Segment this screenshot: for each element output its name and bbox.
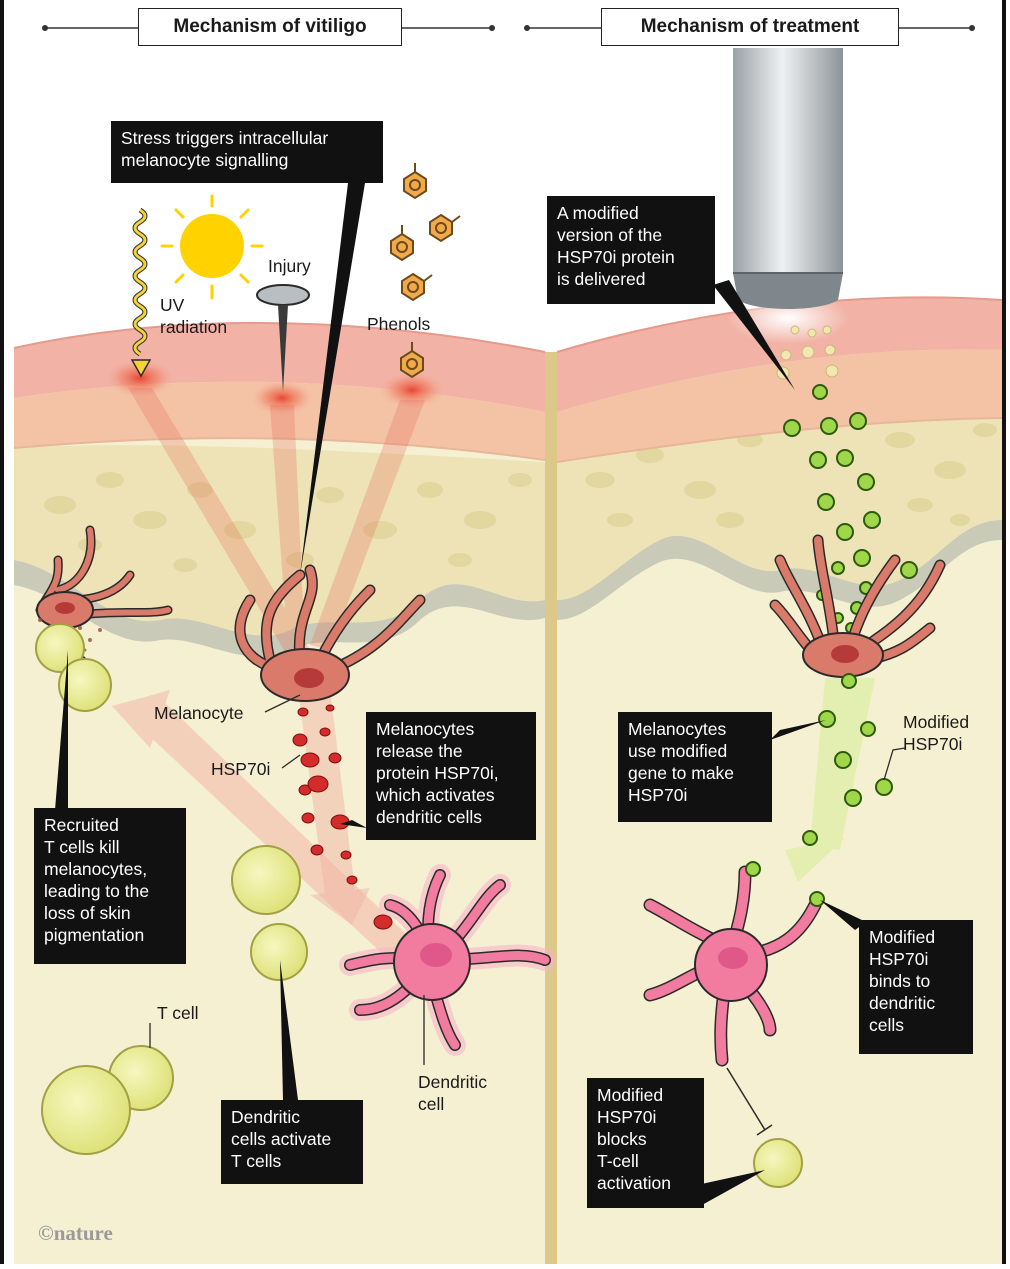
label-dendritic-cell: Dendritic cell [418,1071,487,1115]
callout-activate-t-cells: Dendritic cells activate T cells [221,1100,363,1184]
t-cell-right [754,1139,802,1187]
header-treatment: Mechanism of treatment [601,8,899,46]
label-modified-hsp70i: Modified HSP70i [903,711,969,755]
callout-delivered: A modified version of the HSP70i protein… [547,196,715,304]
callout-use-gene: Melanocytes use modified gene to make HS… [618,712,772,822]
header-vitiligo: Mechanism of vitiligo [138,8,402,46]
nature-credit: ©nature [38,1221,113,1246]
label-t-cell: T cell [157,1002,199,1024]
label-hsp70i: HSP70i [211,758,270,780]
callout-recruited-t-cells: Recruited T cells kill melanocytes, lead… [34,808,186,964]
callout-binds: Modified HSP70i binds to dendritic cells [859,920,973,1054]
probe-device [728,48,848,344]
label-melanocyte: Melanocyte [154,702,244,724]
frame-left [0,0,4,1264]
callout-stress: Stress triggers intracellular melanocyte… [111,121,383,183]
callout-blocks: Modified HSP70i blocks T-cell activation [587,1078,704,1208]
label-uv-radiation: UV radiation [160,294,227,338]
frame-right [1002,0,1006,1264]
label-phenols: Phenols [367,313,430,335]
callout-release-hsp70i: Melanocytes release the protein HSP70i, … [366,712,536,840]
label-injury: Injury [268,255,311,277]
